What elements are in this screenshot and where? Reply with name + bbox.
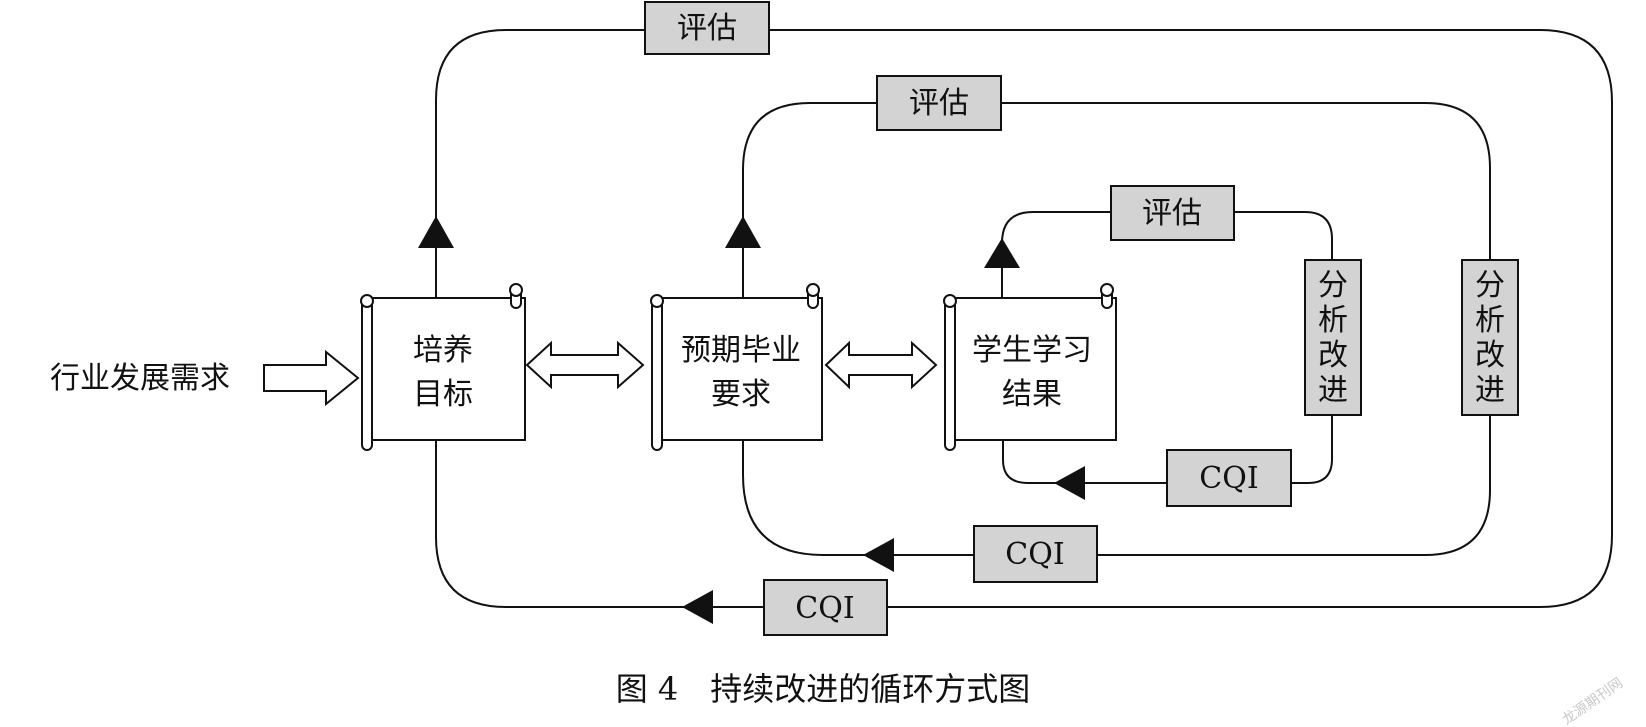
up-arrow-icon: [418, 216, 454, 248]
eval-label-inner: 评估: [1142, 196, 1202, 231]
analyze-inner-char: 进: [1318, 373, 1348, 408]
doc-grad-requirements: [650, 283, 823, 451]
left-arrow-icon: [1054, 466, 1085, 500]
doc-grad-line2: 要求: [711, 377, 771, 412]
doc-goal-line2: 目标: [413, 377, 473, 412]
analyze-inner-char: 改: [1318, 338, 1348, 373]
cqi-label-outer: CQI: [795, 591, 854, 626]
analyze-box-inner: [1304, 259, 1362, 416]
analyze-middle-char: 改: [1475, 338, 1505, 373]
eval-box-outer: [644, 1, 770, 55]
eval-box-middle: [876, 75, 1002, 131]
analyze-inner-char: 分: [1318, 268, 1348, 303]
cqi-label-inner: CQI: [1199, 461, 1258, 496]
eval-label-outer: 评估: [677, 11, 737, 46]
eval-label-middle: 评估: [909, 86, 969, 121]
figure-caption: 图 4 持续改进的循环方式图: [616, 670, 1031, 708]
cqi-box-middle: [973, 525, 1098, 583]
analyze-inner-char: 析: [1318, 303, 1348, 338]
doc-learning-outcomes: [943, 283, 1117, 451]
middle-loop-line: [742, 102, 1491, 556]
double-arrow-icon: [525, 340, 645, 390]
cqi-label-middle: CQI: [1005, 537, 1064, 572]
doc-goal-line1: 培养: [413, 333, 473, 368]
doc-outcome-line2: 结果: [1002, 377, 1062, 412]
up-arrow-icon: [984, 238, 1020, 268]
analyze-middle-char: 析: [1475, 303, 1505, 338]
analyze-middle-char: 进: [1475, 373, 1505, 408]
doc-grad-line1: 预期毕业: [681, 333, 801, 368]
doc-training-goal: [360, 283, 526, 451]
up-arrow-icon: [725, 216, 761, 248]
outer-loop-line: [435, 29, 1613, 608]
watermark-text: 龙源期刊网: [1559, 675, 1626, 727]
input-arrow-icon: [263, 349, 360, 407]
input-label: 行业发展需求: [50, 361, 230, 396]
left-arrow-icon: [682, 590, 713, 624]
left-arrow-icon: [863, 538, 894, 572]
analyze-middle-char: 分: [1475, 268, 1505, 303]
double-arrow-icon: [824, 340, 938, 390]
cqi-box-outer: [763, 579, 888, 636]
eval-box-inner: [1110, 185, 1235, 241]
doc-outcome-line1: 学生学习: [972, 333, 1092, 368]
cqi-box-inner: [1166, 449, 1292, 507]
analyze-box-middle: [1461, 259, 1519, 416]
